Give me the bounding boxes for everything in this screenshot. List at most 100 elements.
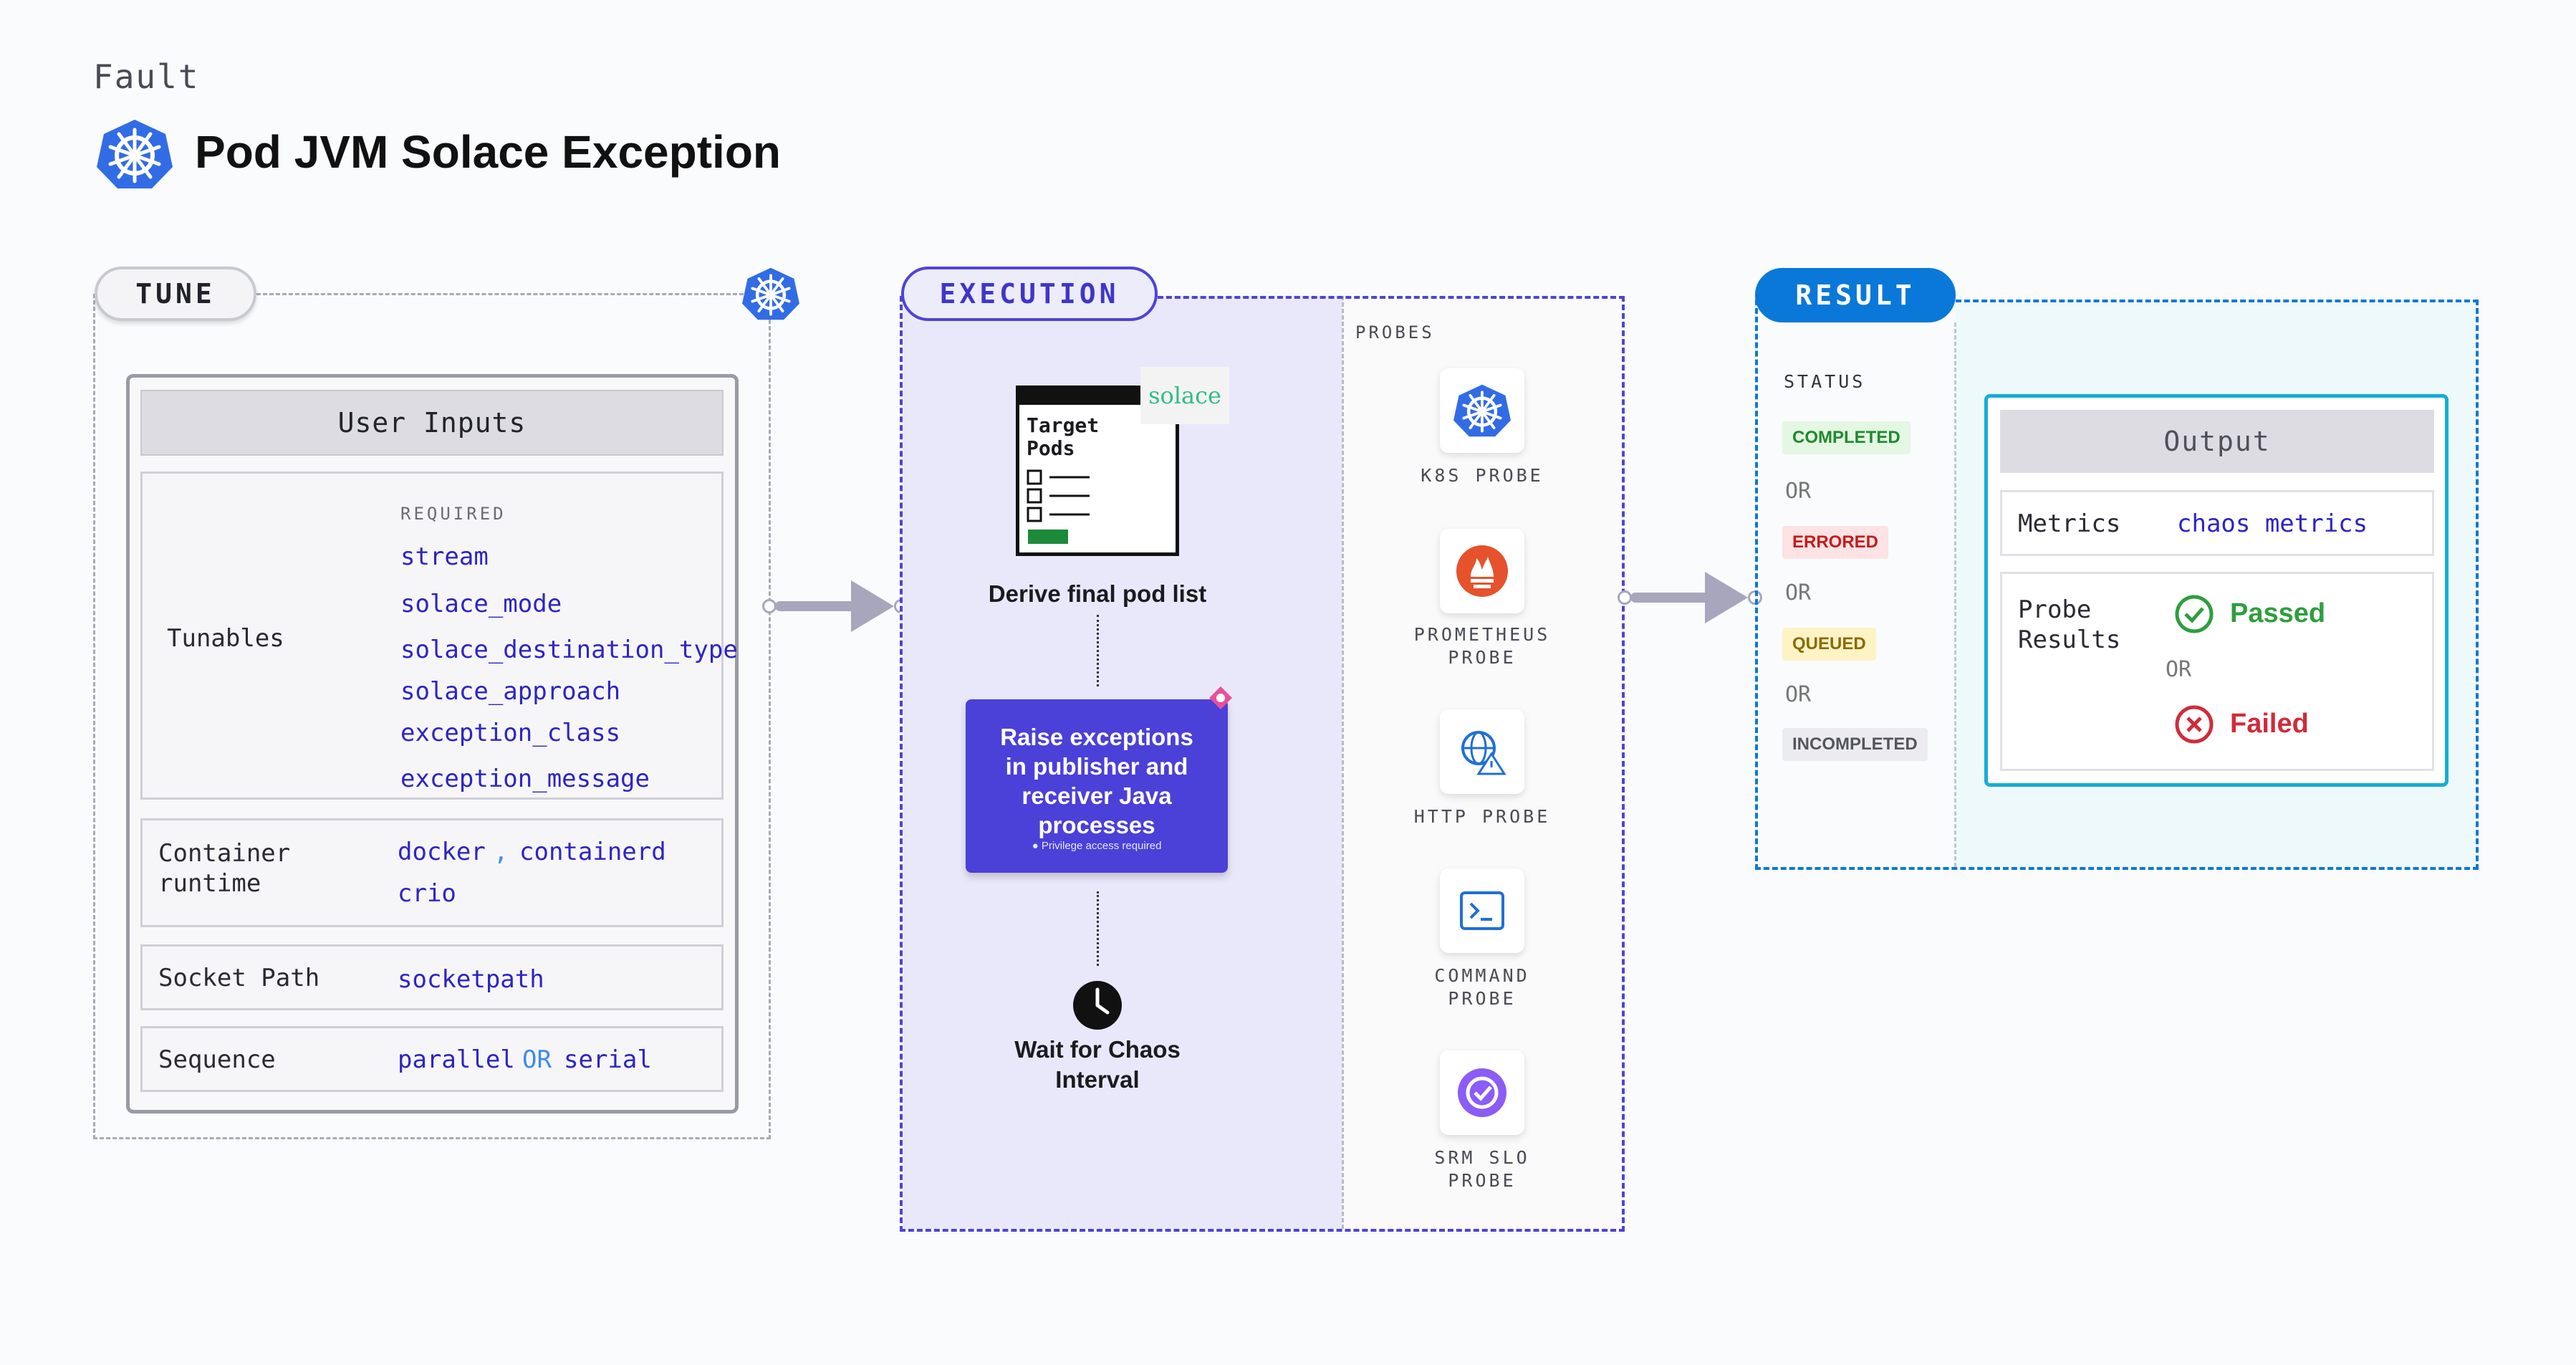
connector-dot (1618, 590, 1632, 605)
probe-command-name2: PROBE (1448, 988, 1517, 1009)
flow-connector (1097, 891, 1099, 966)
srm-slo-icon (1440, 1050, 1524, 1135)
metrics-row: Metrics chaos metrics (2000, 490, 2434, 556)
probe-prometheus-name1: PROMETHEUS (1413, 624, 1551, 645)
status-errored-badge: ERRORED (1782, 526, 1889, 559)
probe-results-label-line1: Probe (2018, 595, 2092, 624)
user-inputs-header: User Inputs (140, 390, 724, 456)
status-completed-badge: COMPLETED (1782, 421, 1911, 454)
required-label: REQUIRED (400, 504, 506, 524)
lock-icon: ● (1032, 840, 1039, 852)
action-line4: processes (1038, 812, 1155, 838)
runtime-crio: crio (398, 879, 456, 908)
probe-command-label: COMMAND PROBE (1389, 964, 1575, 1010)
tunables-row: Tunables REQUIRED stream solace_mode sol… (140, 471, 738, 800)
probe-command-name1: COMMAND (1434, 965, 1530, 986)
output-header: Output (2000, 410, 2434, 473)
wait-line1: Wait for Chaos (1014, 1036, 1181, 1063)
checklist-icon (1027, 469, 1090, 544)
result-pill: RESULT (1755, 268, 1956, 322)
sequence-serial: serial (564, 1045, 652, 1074)
connector-dot (762, 599, 777, 613)
status-incompleted-badge: INCOMPLETED (1782, 728, 1928, 761)
wait-step-label: Wait for Chaos Interval (974, 1035, 1221, 1095)
result-container (1755, 300, 2479, 870)
sequence-or: OR (522, 1045, 552, 1074)
execution-divider (1342, 296, 1344, 1229)
probe-prometheus-label: PROMETHEUS PROBE (1389, 623, 1575, 669)
tunable-stream: stream (400, 542, 489, 571)
arrow-head-icon (1705, 572, 1748, 623)
result-container-top-border (1956, 300, 2479, 302)
solace-logo: solace (1140, 367, 1229, 424)
tunable-exception-message: exception_message (400, 765, 650, 793)
tune-pill: TUNE (95, 267, 256, 321)
http-icon (1440, 709, 1524, 794)
or-label: OR (1785, 580, 1812, 605)
runtime-docker: docker (398, 838, 486, 866)
execution-container-top-border (1158, 296, 1625, 299)
execution-pill: EXECUTION (901, 267, 1158, 321)
probe-srm-slo-label: SRM SLO PROBE (1389, 1146, 1575, 1192)
probe-results-label-line2: Results (2018, 626, 2121, 654)
socket-path-row: Socket Path socketpath (140, 944, 724, 1010)
privilege-note: Privilege access required (1041, 840, 1162, 852)
probe-http-name: HTTP PROBE (1413, 806, 1551, 827)
sequence-row: Sequence parallel OR serial (140, 1026, 724, 1092)
tune-container-top-border (256, 293, 744, 295)
action-line3: receiver Java (1022, 782, 1172, 809)
probe-results-row: Probe Results Passed OR Failed (2000, 572, 2434, 771)
arrow-execution-to-result (1630, 593, 1715, 603)
check-circle-icon (2175, 595, 2214, 633)
sequence-parallel: parallel (398, 1045, 515, 1074)
probe-failed-label: Failed (2230, 709, 2309, 739)
probe-k8s-label: K8S PROBE (1389, 464, 1575, 487)
clock-icon (1073, 981, 1122, 1030)
arrow-head-icon (851, 580, 894, 632)
socket-path-label: Socket Path (158, 964, 320, 992)
tunable-exception-class: exception_class (400, 719, 621, 747)
container-runtime-row: Container runtime docker , containerd cr… (140, 818, 724, 927)
runtime-separator: , (494, 838, 509, 866)
page-title: Pod JVM Solace Exception (195, 126, 781, 178)
status-queued-badge: QUEUED (1782, 628, 1876, 661)
container-runtime-label-line1: Container (158, 839, 291, 868)
k8s-icon (1440, 368, 1524, 453)
action-line1: Raise exceptions (1000, 724, 1193, 750)
sequence-label: Sequence (158, 1045, 276, 1074)
target-pods-line2: Pods (1027, 436, 1075, 460)
container-runtime-label-line2: runtime (158, 869, 261, 898)
probe-srm-slo-name1: SRM SLO (1434, 1147, 1530, 1168)
probe-http-label: HTTP PROBE (1389, 805, 1575, 828)
or-label: OR (2166, 657, 2192, 682)
probes-label: PROBES (1355, 322, 1435, 343)
or-label: OR (1785, 682, 1812, 707)
metrics-label: Metrics (2018, 509, 2121, 538)
or-label: OR (1785, 479, 1812, 504)
probe-k8s-name: K8S PROBE (1421, 465, 1544, 486)
action-line2: in publisher and (1005, 753, 1188, 780)
probe-passed-label: Passed (2230, 598, 2326, 628)
chaos-marker-icon (1209, 686, 1232, 709)
result-divider (1954, 322, 1956, 867)
probe-srm-slo-name2: PROBE (1448, 1170, 1517, 1191)
kubernetes-icon (97, 118, 173, 190)
kubernetes-icon (742, 265, 799, 322)
runtime-containerd: containerd (519, 838, 666, 866)
tune-container (93, 294, 771, 1139)
tunable-solace-destination-type: solace_destination_type (400, 636, 738, 664)
prometheus-icon (1440, 529, 1524, 613)
probe-prometheus-name2: PROBE (1448, 647, 1517, 668)
socket-path-value: socketpath (398, 965, 544, 994)
flow-connector (1097, 615, 1099, 686)
fault-action-card: Raise exceptions in publisher and receiv… (966, 699, 1228, 873)
fault-eyebrow: Fault (93, 57, 200, 96)
target-pods-line1: Target (1027, 413, 1100, 437)
metrics-value: chaos metrics (2177, 509, 2368, 538)
arrow-tune-to-execution (775, 601, 861, 611)
command-icon (1440, 868, 1524, 953)
status-label: STATUS (1784, 371, 1866, 392)
tunable-solace-mode: solace_mode (400, 590, 562, 618)
tunable-solace-approach: solace_approach (400, 677, 621, 706)
x-circle-icon (2175, 705, 2214, 744)
